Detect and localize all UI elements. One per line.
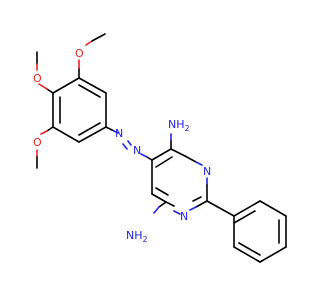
bond [78,122,101,136]
nh2-bottom-text: NH [126,229,143,242]
atom-labels: NH2 NH2 N N N N O O O [33,47,211,244]
bond [91,33,106,42]
bond [151,193,167,203]
azo-group [105,126,153,161]
bond [158,201,167,208]
bond [78,84,101,98]
bond [78,77,107,94]
nh2-top-text: NH [168,118,185,131]
bond [189,206,197,211]
nh2-top-subscript: 2 [185,124,190,133]
bond [85,40,93,46]
bond [105,126,113,131]
bond [238,242,261,256]
o-bottom-label: O [33,136,42,149]
bond [140,153,148,158]
trimethoxyphenyl-ring [52,77,107,143]
bond [146,156,153,161]
bond [46,88,54,94]
bond [46,126,54,132]
bond [122,143,128,150]
bond [111,129,119,134]
bond [173,210,181,215]
n-azo-2-label: N [115,127,123,140]
bond [153,206,160,214]
molecule-canvas: NH2 NH2 N N N N O O O [33,33,287,263]
bond [155,156,173,168]
bond [192,196,202,202]
bond [40,130,48,135]
amino-groups [153,133,172,214]
phenyl-ring [206,200,287,263]
bond [52,126,80,143]
bond [233,210,256,224]
bond [206,200,235,217]
bond [155,187,169,196]
o-middle-label: O [33,72,42,85]
o-top-label: O [75,47,84,60]
bond [233,200,261,217]
n-azo-1-label: N [133,144,141,157]
molecule-structure: NH2 NH2 N N N N O O O [33,33,287,263]
bond [233,246,261,263]
bond [165,201,175,207]
nh2-top-label: NH2 [168,118,190,133]
nh2-bottom-subscript: 2 [143,235,148,244]
bond [151,148,172,161]
bond [259,246,287,263]
bond [184,155,197,163]
bond [127,140,132,146]
bond [52,77,80,94]
bond [170,148,186,157]
methoxy-groups [36,33,106,169]
bond [38,83,48,90]
bond [195,200,208,208]
n-ring-upper-label: N [203,165,211,178]
nh2-bottom-label: NH2 [126,229,148,244]
bond [259,200,287,217]
n-ring-lower-label: N [180,210,188,223]
pyrimidine-ring [151,148,208,215]
bond [78,126,107,143]
bond [195,161,203,166]
